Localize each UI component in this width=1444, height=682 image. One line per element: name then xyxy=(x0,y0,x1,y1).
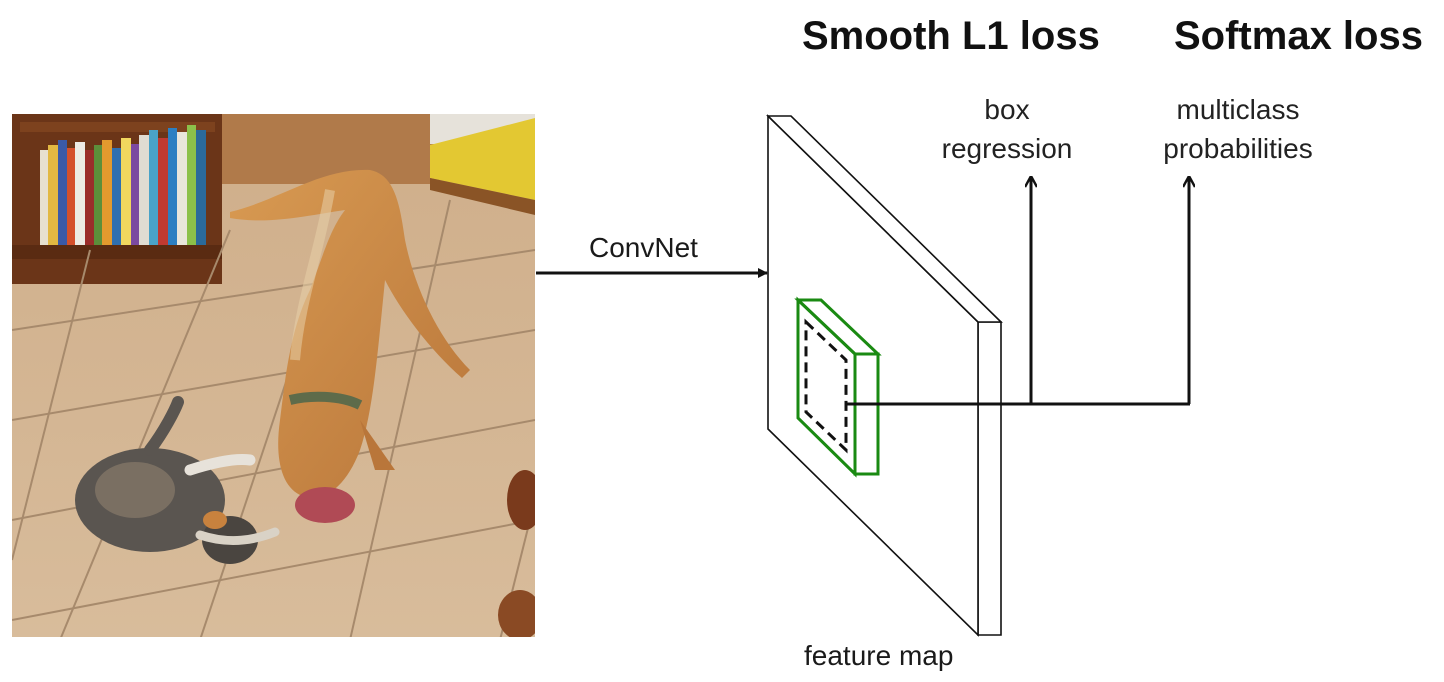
box-regression-line1: box xyxy=(984,94,1030,125)
cat xyxy=(75,396,280,564)
box-regression-line2: regression xyxy=(941,133,1073,164)
roi-box xyxy=(794,296,882,478)
multiclass-line2: probabilities xyxy=(1163,133,1313,164)
bookshelf xyxy=(12,114,222,284)
multiclass-line1: multiclass xyxy=(1176,94,1300,125)
box-regression-label: box regression xyxy=(922,90,1092,168)
multiclass-probabilities-label: multiclass probabilities xyxy=(1138,90,1338,168)
smooth-l1-loss-heading: Smooth L1 loss xyxy=(802,14,1100,58)
photo-dog-and-cat xyxy=(12,114,535,637)
softmax-loss-heading: Softmax loss xyxy=(1174,14,1423,58)
roi-dashed-box xyxy=(804,318,848,454)
feature-map-slab xyxy=(766,114,1003,637)
convnet-label: ConvNet xyxy=(589,232,698,263)
output-connectors xyxy=(845,177,1190,406)
dog xyxy=(230,169,470,523)
feature-map-label: feature map xyxy=(804,640,954,671)
